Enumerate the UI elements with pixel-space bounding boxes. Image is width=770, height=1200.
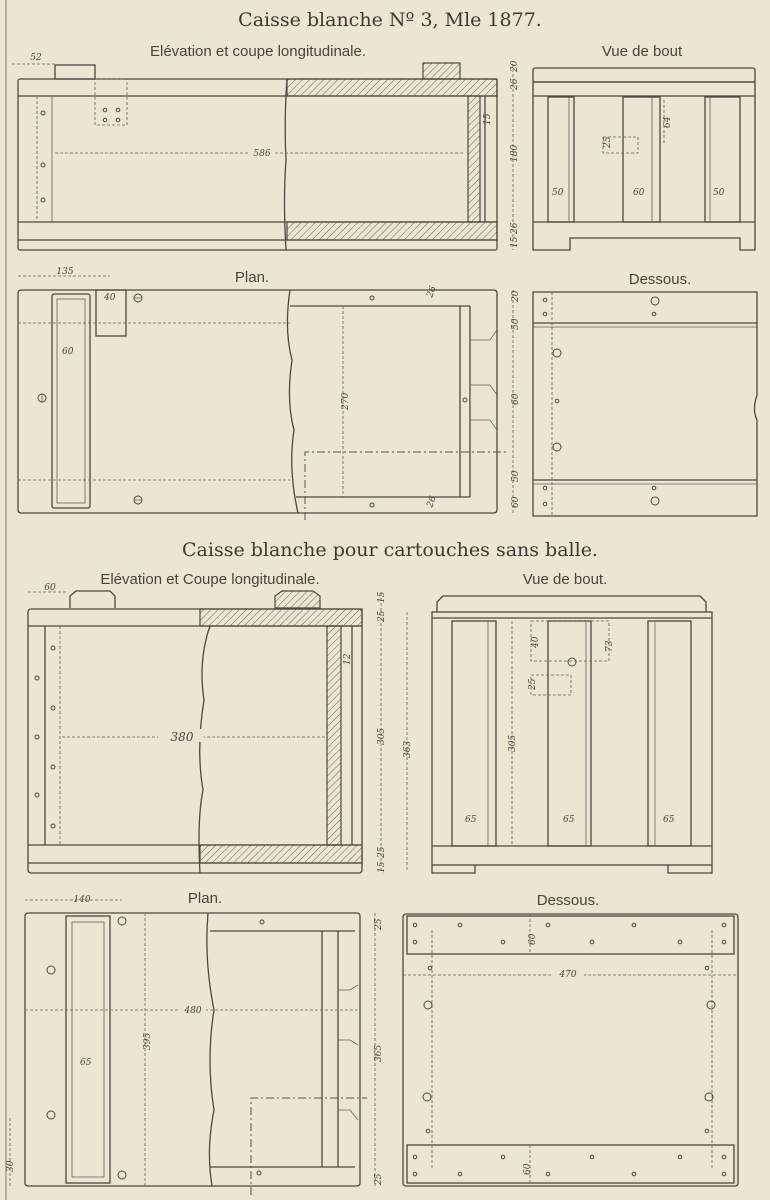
dim-wall-top: 26 [425,285,439,300]
box1-plan-label: Plan. [235,269,269,286]
dim2-height: 305 [377,728,387,745]
dim3-wall-bottom: 25 [374,1173,384,1186]
dim4-band-top: 60 [528,933,538,945]
dim-height: 180 [510,145,520,162]
dim2-slat-left: 65 [465,815,477,825]
box2-elevation: 60 380 12 15 25 305 25 15 [27,583,387,874]
dim-plan-width: 270 [341,393,351,411]
dim3-handle: 140 [73,895,90,905]
dim3-width: 395 [143,1033,153,1050]
dim-band-bottom: 26 [510,222,520,235]
dim2-a: 40 [531,636,541,649]
box2-title: Caisse blanche pour cartouches sans ball… [182,539,598,561]
dim2-slat-mid: 65 [563,815,575,825]
dim2-top: 15 [377,591,387,603]
dim-length: 586 [253,149,270,159]
dim2-band-bottom: 25 [377,846,387,859]
dim2-handle: 60 [44,583,56,593]
dim-handle: 52 [30,53,42,63]
dim-r5: 60 [511,496,521,508]
dim-r3: 60 [511,393,521,405]
box1-endview-label: Vue de bout [602,43,683,60]
dim3-total: 365 [374,1045,384,1062]
dim-base: 15 [510,236,520,248]
box1-end-view: 50 60 50 25 64 [532,67,756,251]
box2-endview-label: Vue de bout. [523,571,608,588]
dim-slat-right: 50 [713,188,725,198]
box2-underside: 470 60 60 [402,913,739,1187]
dim-slot: 15 [483,113,493,125]
dim-top: 20 [510,60,520,73]
box1-title: Caisse blanche Nº 3, Mle 1877. [238,9,542,31]
dim4-length: 470 [558,970,576,980]
dim-band-top: 26 [510,78,520,91]
dim-slat-left: 50 [552,188,564,198]
box2-underside-label: Dessous. [537,892,600,909]
dim2-length: 380 [171,730,194,744]
box2-end-view: 363 305 65 65 65 40 73 25 [403,595,713,874]
dim3-wall-top: 25 [374,918,384,931]
dim2-slat-right: 65 [663,815,675,825]
box1-elevation-label: Elévation et coupe longitudinale. [150,43,366,60]
box2-plan-label: Plan. [188,890,222,907]
dim4-band-bottom: 60 [523,1163,533,1175]
dim-r2: 50 [511,318,521,330]
dim3-offset: 30 [6,1160,16,1172]
box1-underside [532,291,758,517]
dim3-length: 480 [183,1006,201,1016]
dim2-inner: 305 [508,735,518,752]
dim-wall-bottom: 26 [425,495,439,510]
box2-plan: 140 480 395 65 25 365 25 30 [6,895,384,1195]
dim2-slot: 12 [343,653,353,665]
box2-elevation-label: Elévation et Coupe longitudinale. [100,571,319,588]
dim2-band-top: 25 [377,610,387,623]
dim-plan-slat: 60 [62,347,74,357]
dim2-c: 25 [528,678,538,691]
dim-offset: 25 [603,136,613,149]
dim-plate: 40 [103,293,116,303]
box1-underside-label: Dessous. [629,271,692,288]
box1-plan: 135 40 60 270 26 26 20 50 60 50 60 [17,267,521,520]
dim2-total: 363 [403,741,413,758]
dim2-base: 15 [377,861,387,873]
dim-r1: 20 [511,290,521,303]
box1-elevation: 52 586 15 20 26 180 26 15 [12,53,520,251]
dim-depth: 64 [663,116,673,128]
dim2-b: 73 [605,640,615,652]
dim-plan-handle: 135 [56,267,73,277]
dim3-slat: 65 [80,1058,92,1068]
dim-slat-mid: 60 [633,188,645,198]
dim-r4: 50 [511,470,521,482]
